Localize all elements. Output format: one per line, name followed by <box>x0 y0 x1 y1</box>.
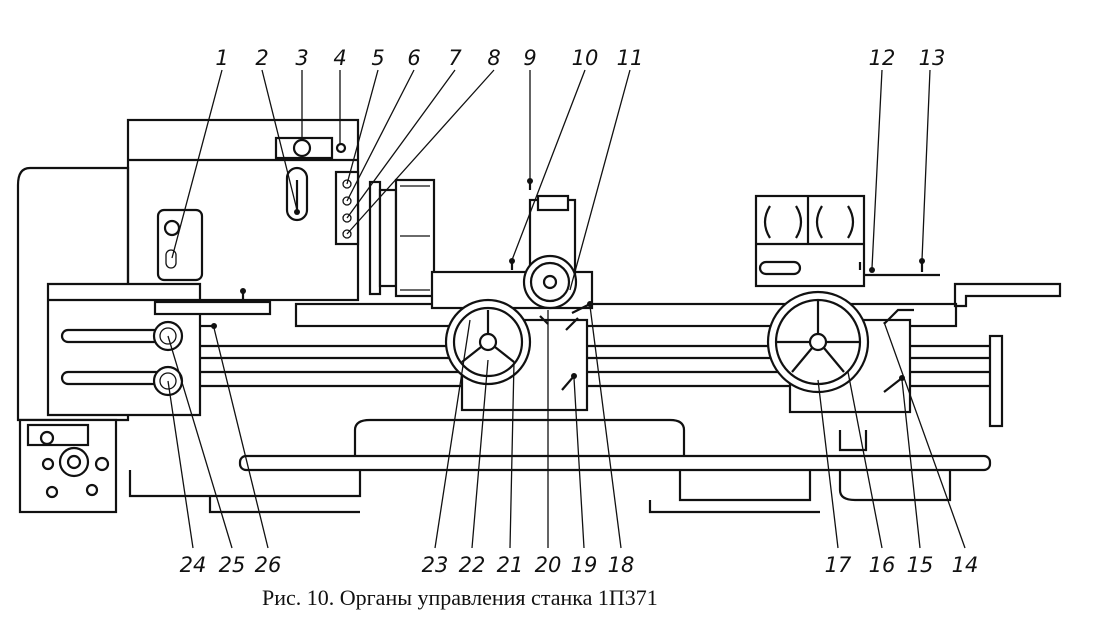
label-11: 11 <box>617 46 644 70</box>
headstock <box>16 118 360 422</box>
feed-box <box>46 282 272 417</box>
label-23: 23 <box>422 553 449 577</box>
label-16: 16 <box>869 553 896 577</box>
label-20: 20 <box>535 553 562 577</box>
label-18: 18 <box>608 553 635 577</box>
label-12: 12 <box>869 46 896 70</box>
part-labels-top: 1 2 3 4 5 6 7 8 9 10 11 12 13 <box>215 46 945 70</box>
label-10: 10 <box>572 46 599 70</box>
label-24: 24 <box>180 553 207 577</box>
label-13: 13 <box>919 46 946 70</box>
label-8: 8 <box>487 46 500 70</box>
label-15: 15 <box>907 553 934 577</box>
label-5: 5 <box>371 46 384 70</box>
carriage <box>430 178 594 412</box>
label-4: 4 <box>333 46 346 70</box>
label-14: 14 <box>952 553 979 577</box>
label-26: 26 <box>255 553 282 577</box>
label-6: 6 <box>407 46 420 70</box>
label-3: 3 <box>295 46 308 70</box>
leader-lines <box>167 69 966 549</box>
figure-caption: Рис. 10. Органы управления станка 1П371 <box>262 585 658 610</box>
label-17: 17 <box>825 553 852 577</box>
motor-box <box>18 418 118 514</box>
part-labels-bottom: 24 25 26 23 22 21 20 19 18 17 16 15 14 <box>180 553 979 577</box>
label-21: 21 <box>497 553 524 577</box>
label-2: 2 <box>255 46 268 70</box>
label-19: 19 <box>571 553 598 577</box>
label-1: 1 <box>215 46 228 70</box>
tailstock <box>754 194 1062 452</box>
label-22: 22 <box>459 553 486 577</box>
chuck <box>368 178 436 298</box>
label-9: 9 <box>523 46 536 70</box>
label-25: 25 <box>219 553 246 577</box>
label-7: 7 <box>448 46 462 70</box>
